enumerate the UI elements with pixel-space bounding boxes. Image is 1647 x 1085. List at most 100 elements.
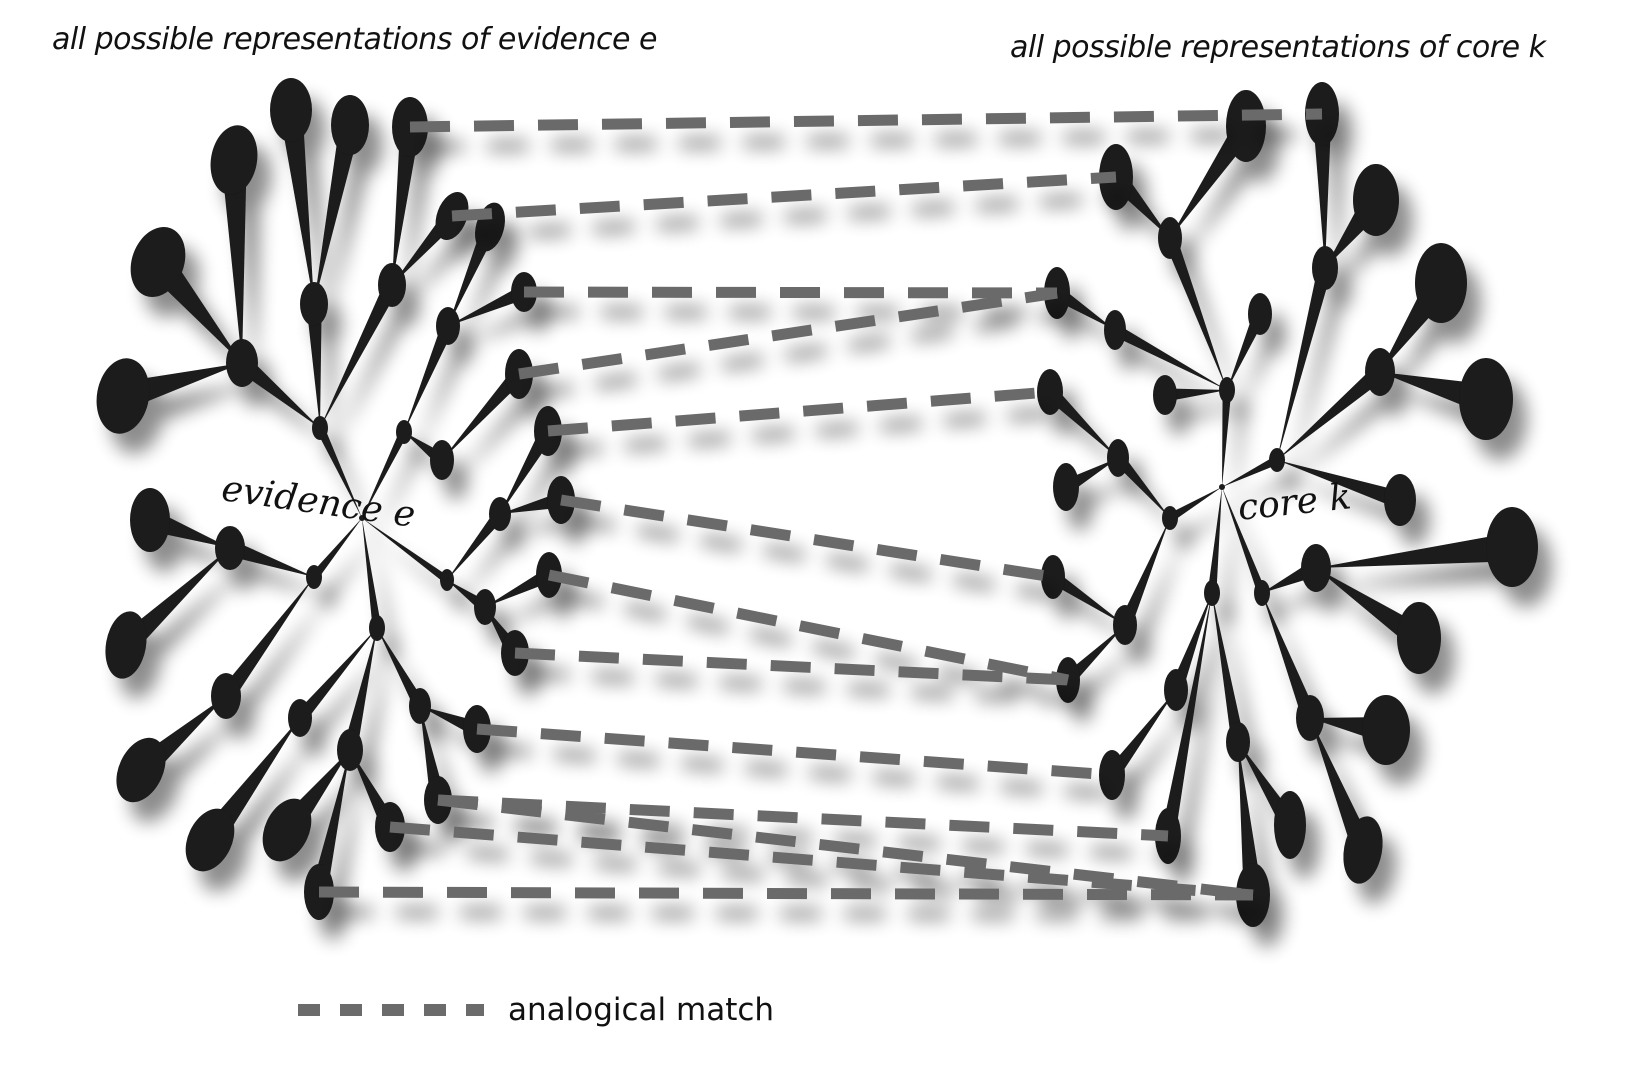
branch-node — [1037, 369, 1063, 415]
branch — [119, 363, 242, 410]
analogical-match-line — [409, 108, 1323, 133]
branch — [1277, 266, 1332, 460]
branch — [362, 518, 450, 584]
leaf-node — [1343, 816, 1383, 884]
analogical-match-line — [560, 494, 1054, 583]
branch-node — [359, 515, 365, 521]
branch-node — [312, 416, 328, 440]
branch-node — [1099, 750, 1125, 800]
branch — [1212, 593, 1245, 744]
branch — [1106, 690, 1176, 780]
core-representations-title: all possible representations of core k — [1010, 30, 1546, 65]
branch — [310, 750, 350, 894]
legend: analogical match — [298, 990, 774, 1030]
analogical-match-line — [523, 286, 1058, 299]
branch-node — [378, 263, 406, 307]
branch-node — [1365, 348, 1395, 396]
branch-node — [1162, 506, 1178, 530]
branch-node — [1312, 246, 1338, 290]
branch-node — [1053, 463, 1079, 511]
branch — [404, 323, 455, 432]
branch-node — [226, 339, 258, 387]
branch-node — [1041, 555, 1065, 599]
analogical-match-line — [476, 723, 1113, 781]
branch — [343, 628, 377, 752]
leaf-node — [105, 611, 147, 679]
branch — [500, 492, 563, 514]
analogical-match-line — [437, 794, 1254, 901]
evidence-tree — [96, 78, 575, 920]
branch — [442, 368, 525, 460]
legend-label: analogical match — [508, 992, 775, 1028]
branch — [1222, 487, 1267, 595]
evidence-representations-title: all possible representations of evidence… — [52, 22, 657, 57]
leaf-node — [1397, 602, 1441, 674]
branch — [1049, 571, 1125, 625]
branch — [236, 356, 320, 428]
branch — [1238, 742, 1263, 896]
branch — [1277, 365, 1386, 460]
branch-node — [474, 589, 496, 625]
branch-node — [215, 526, 245, 570]
branch-node — [300, 282, 328, 326]
branch — [362, 430, 408, 518]
branch — [1063, 625, 1125, 685]
branch — [362, 518, 382, 629]
analogical-match-line — [547, 386, 1051, 437]
branch — [320, 281, 399, 428]
branch-node — [1274, 791, 1306, 859]
leaf-node — [1415, 243, 1467, 323]
leaf-node — [1362, 695, 1410, 765]
leaf-node — [185, 808, 235, 872]
leaf-node — [1486, 507, 1538, 587]
leaf-node — [116, 737, 166, 803]
branch — [227, 540, 314, 577]
branch-node — [396, 420, 412, 444]
analogical-match-line — [389, 821, 1254, 901]
branch-node — [489, 497, 511, 531]
branch-node — [430, 440, 454, 480]
leaf-node — [270, 78, 312, 142]
analogical-match-lines — [318, 108, 1323, 901]
branch — [314, 122, 361, 305]
branch-node — [1219, 484, 1225, 490]
branch — [219, 577, 314, 701]
analogical-match-line — [518, 287, 1058, 380]
branch — [392, 125, 420, 286]
analogical-match-line — [318, 886, 1254, 901]
branch — [447, 510, 505, 580]
branch — [1222, 389, 1232, 487]
analogical-match-line — [514, 647, 1069, 686]
analogical-match-line — [547, 569, 1070, 686]
branch — [1312, 113, 1332, 268]
leaf-node — [130, 488, 170, 552]
analogical-match-line — [451, 171, 1117, 222]
branch-node — [1248, 293, 1272, 335]
branch — [1310, 718, 1373, 854]
leaf-node — [96, 358, 150, 434]
branch-node — [436, 307, 460, 345]
branch — [1118, 518, 1170, 628]
branch-node — [440, 569, 454, 591]
branch — [294, 628, 377, 723]
branch — [310, 518, 362, 580]
branch-node — [1384, 474, 1416, 526]
leaf-node — [1226, 90, 1266, 162]
branch-node — [1204, 580, 1220, 606]
branch — [1316, 532, 1514, 568]
branch-node — [337, 729, 363, 771]
branch-node — [1158, 217, 1182, 259]
branch — [1277, 460, 1403, 509]
branch — [1045, 386, 1118, 458]
branch-node — [1164, 669, 1188, 711]
branch — [1160, 593, 1212, 838]
branch — [221, 159, 247, 363]
branch — [485, 568, 553, 607]
leaf-node — [210, 125, 258, 195]
branch-node — [392, 97, 428, 157]
branch — [1169, 593, 1212, 693]
branch-node — [1269, 448, 1285, 472]
branch — [448, 285, 527, 326]
branch-node — [1219, 377, 1235, 403]
